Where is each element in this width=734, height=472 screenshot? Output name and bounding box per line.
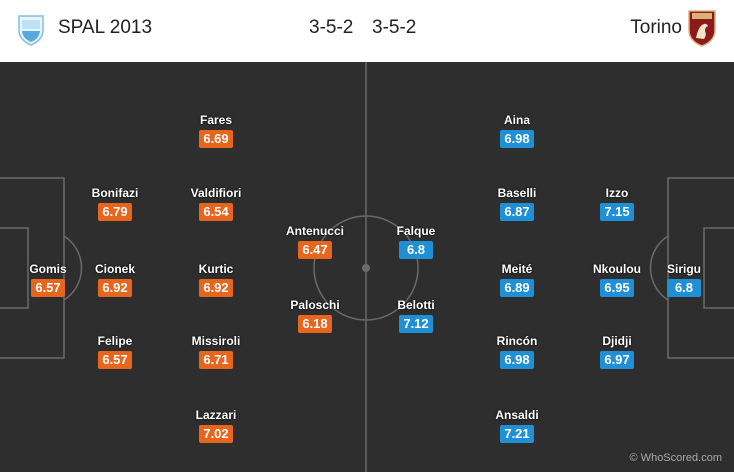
away-player[interactable]: Baselli 6.87 bbox=[482, 186, 552, 221]
home-player[interactable]: Kurtic 6.92 bbox=[181, 262, 251, 297]
away-player[interactable]: Meité 6.89 bbox=[482, 262, 552, 297]
player-name: Valdifiori bbox=[190, 186, 242, 200]
player-rating: 6.54 bbox=[199, 203, 233, 221]
player-name: Falque bbox=[396, 224, 436, 238]
away-formation: 3-5-2 bbox=[372, 17, 417, 38]
player-rating: 6.8 bbox=[399, 241, 433, 259]
player-name: Kurtic bbox=[198, 262, 234, 276]
player-name: Izzo bbox=[605, 186, 629, 200]
player-name: Aina bbox=[503, 113, 530, 127]
away-player[interactable]: Belotti 7.12 bbox=[381, 298, 451, 333]
home-player[interactable]: Bonifazi 6.79 bbox=[80, 186, 150, 221]
away-player[interactable]: Djidji 6.97 bbox=[582, 334, 652, 369]
home-player[interactable]: Missiroli 6.71 bbox=[181, 334, 251, 369]
player-rating: 6.71 bbox=[199, 351, 233, 369]
match-header: SPAL 2013 3-5-2 3-5-2 Torino bbox=[0, 0, 734, 62]
player-rating: 6.18 bbox=[298, 315, 332, 333]
home-player[interactable]: Cionek 6.92 bbox=[80, 262, 150, 297]
spal-crest-icon bbox=[16, 12, 46, 51]
player-rating: 6.97 bbox=[600, 351, 634, 369]
player-name: Meité bbox=[501, 262, 533, 276]
player-name: Lazzari bbox=[195, 408, 237, 422]
home-player[interactable]: Felipe 6.57 bbox=[80, 334, 150, 369]
home-player[interactable]: Fares 6.69 bbox=[181, 113, 251, 148]
player-rating: 6.89 bbox=[500, 279, 534, 297]
player-rating: 6.79 bbox=[98, 203, 132, 221]
player-name: Sirigu bbox=[666, 262, 701, 276]
home-player[interactable]: Lazzari 7.02 bbox=[181, 408, 251, 443]
player-name: Baselli bbox=[497, 186, 537, 200]
away-player[interactable]: Rincón 6.98 bbox=[482, 334, 552, 369]
player-rating: 7.15 bbox=[600, 203, 634, 221]
player-name: Fares bbox=[199, 113, 233, 127]
player-name: Nkoulou bbox=[593, 262, 641, 276]
home-team-name: SPAL 2013 bbox=[58, 17, 153, 38]
player-name: Rincón bbox=[496, 334, 538, 348]
player-rating: 7.02 bbox=[199, 425, 233, 443]
player-name: Djidji bbox=[602, 334, 632, 348]
away-player[interactable]: Nkoulou 6.95 bbox=[582, 262, 652, 297]
player-rating: 6.92 bbox=[199, 279, 233, 297]
player-name: Ansaldi bbox=[495, 408, 539, 422]
player-rating: 6.8 bbox=[667, 279, 701, 297]
player-name: Belotti bbox=[397, 298, 435, 312]
player-rating: 6.87 bbox=[500, 203, 534, 221]
away-player[interactable]: Izzo 7.15 bbox=[582, 186, 652, 221]
player-name: Missiroli bbox=[191, 334, 241, 348]
away-player[interactable]: Ansaldi 7.21 bbox=[482, 408, 552, 443]
whoscored-watermark: © WhoScored.com bbox=[629, 452, 722, 464]
player-rating: 6.47 bbox=[298, 241, 332, 259]
home-player[interactable]: Valdifiori 6.54 bbox=[181, 186, 251, 221]
player-name: Felipe bbox=[97, 334, 133, 348]
player-name: Gomis bbox=[29, 262, 67, 276]
player-name: Paloschi bbox=[290, 298, 340, 312]
player-rating: 6.69 bbox=[199, 130, 233, 148]
player-name: Cionek bbox=[94, 262, 135, 276]
torino-crest-icon bbox=[686, 8, 718, 53]
home-player[interactable]: Antenucci 6.47 bbox=[280, 224, 350, 259]
player-rating: 6.57 bbox=[98, 351, 132, 369]
pitch-markings bbox=[0, 62, 734, 472]
away-player[interactable]: Falque 6.8 bbox=[381, 224, 451, 259]
player-rating: 7.21 bbox=[500, 425, 534, 443]
player-rating: 6.98 bbox=[500, 130, 534, 148]
away-team-name: Torino bbox=[630, 17, 682, 38]
player-rating: 6.98 bbox=[500, 351, 534, 369]
away-player[interactable]: Aina 6.98 bbox=[482, 113, 552, 148]
home-formation: 3-5-2 bbox=[309, 17, 354, 38]
home-player[interactable]: Gomis 6.57 bbox=[13, 262, 83, 297]
player-rating: 6.92 bbox=[98, 279, 132, 297]
pitch: Gomis 6.57 Bonifazi 6.79 Cionek 6.92 Fel… bbox=[0, 62, 734, 472]
player-rating: 7.12 bbox=[399, 315, 433, 333]
player-name: Bonifazi bbox=[91, 186, 139, 200]
player-name: Antenucci bbox=[285, 224, 344, 238]
away-player[interactable]: Sirigu 6.8 bbox=[649, 262, 719, 297]
home-player[interactable]: Paloschi 6.18 bbox=[280, 298, 350, 333]
player-rating: 6.57 bbox=[31, 279, 65, 297]
player-rating: 6.95 bbox=[600, 279, 634, 297]
